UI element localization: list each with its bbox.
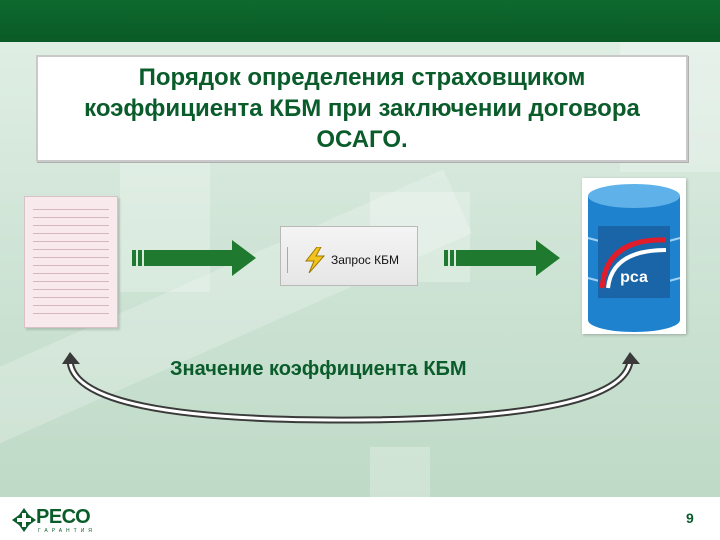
background-square xyxy=(370,447,430,497)
top-bar xyxy=(0,0,720,42)
title-box: Порядок определения страховщиком коэффиц… xyxy=(36,55,688,162)
rsa-database-image: рса xyxy=(582,178,686,334)
reso-logo: РЕСО ГАРАНТИЯ xyxy=(12,506,92,537)
toolbar-separator xyxy=(287,247,288,273)
database-icon: рса xyxy=(587,184,681,332)
kbm-result-label: Значение коэффициента КБМ xyxy=(170,358,467,380)
policy-document-image xyxy=(24,196,118,328)
logo-name: РЕСО xyxy=(36,506,91,528)
slide-title: Порядок определения страховщиком коэффиц… xyxy=(84,64,640,153)
arrow-right-icon xyxy=(132,240,256,276)
request-kbm-label: Запрос КБМ xyxy=(331,253,399,267)
rsa-logo-text: рса xyxy=(620,269,648,286)
return-curve-arrow xyxy=(62,352,640,424)
logo-subtitle: ГАРАНТИЯ xyxy=(38,528,96,534)
request-kbm-button[interactable]: Запрос КБМ xyxy=(280,226,418,286)
lightning-icon xyxy=(304,247,326,273)
page-number: 9 xyxy=(686,510,694,526)
arrow-right-icon xyxy=(444,240,560,276)
cross-logo-icon xyxy=(12,508,36,532)
background-square xyxy=(120,162,210,292)
